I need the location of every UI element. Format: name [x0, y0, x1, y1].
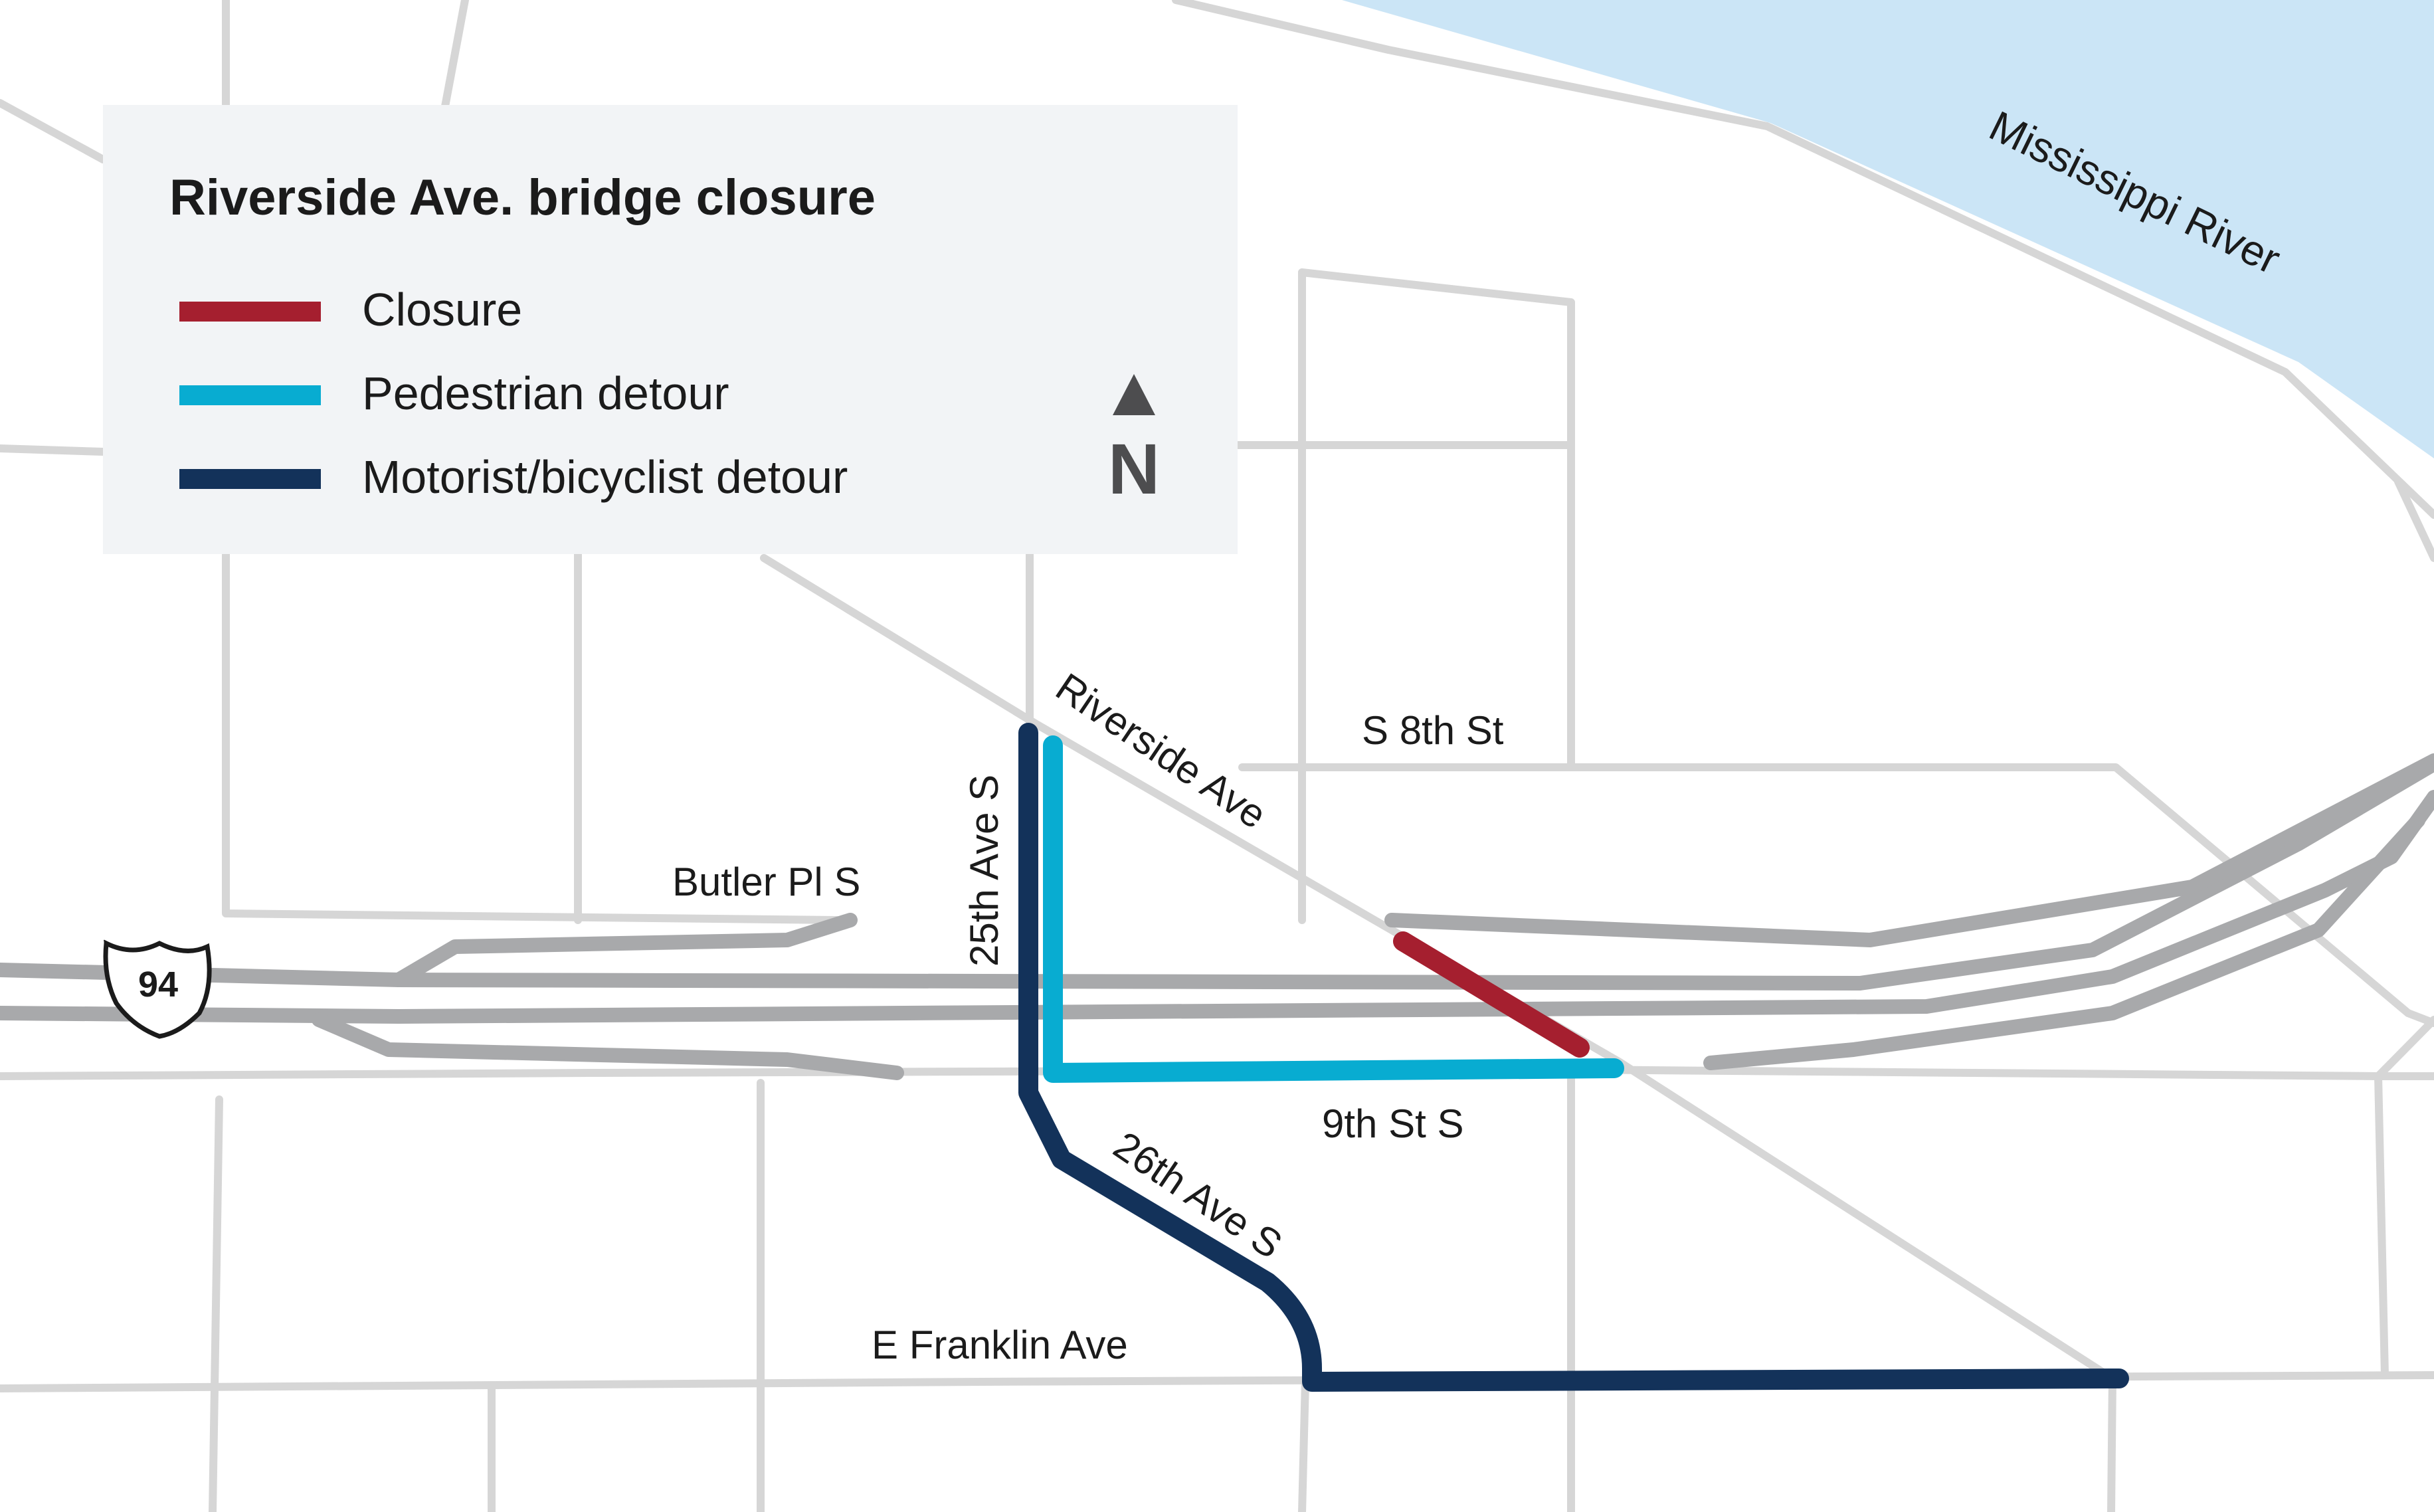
motorist-detour-swatch — [179, 469, 321, 489]
north-arrow-icon: N — [1108, 374, 1160, 507]
north-arrow-letter: N — [1108, 428, 1160, 507]
motorist-bicyclist-detour-route — [1018, 723, 2129, 1392]
butler-pl-s-label: Butler Pl S — [672, 860, 860, 904]
legend-panel: Riverside Ave. bridge closure Closure Pe… — [103, 105, 1238, 554]
legend-title: Riverside Ave. bridge closure — [169, 169, 876, 226]
legend-item-label: Pedestrian detour — [362, 367, 729, 419]
legend-item-closure: Closure — [179, 279, 977, 335]
interstate-94-shield: 94 — [103, 939, 212, 1039]
legend-item-motorist-detour: Motorist/bicyclist detour — [179, 446, 977, 503]
closure-swatch — [179, 302, 321, 322]
pedestrian-detour-swatch — [179, 385, 321, 405]
mississippi-river-water — [1342, 0, 2434, 458]
s-8th-st-label: S 8th St — [1362, 708, 1504, 753]
e-franklin-ave-label: E Franklin Ave — [872, 1323, 1128, 1367]
closure-segment — [1393, 931, 1590, 1058]
interstate-shield-number: 94 — [138, 965, 178, 1004]
legend-item-label: Motorist/bicyclist detour — [362, 451, 848, 503]
legend-item-pedestrian-detour: Pedestrian detour — [179, 363, 977, 419]
9th-st-s-label: 9th St S — [1322, 1101, 1463, 1146]
25th-ave-s-label: 25th Ave S — [962, 775, 1006, 967]
pedestrian-detour-route — [1043, 735, 1624, 1083]
legend-item-label: Closure — [362, 284, 523, 335]
interstate-94-highway — [0, 753, 2434, 1080]
